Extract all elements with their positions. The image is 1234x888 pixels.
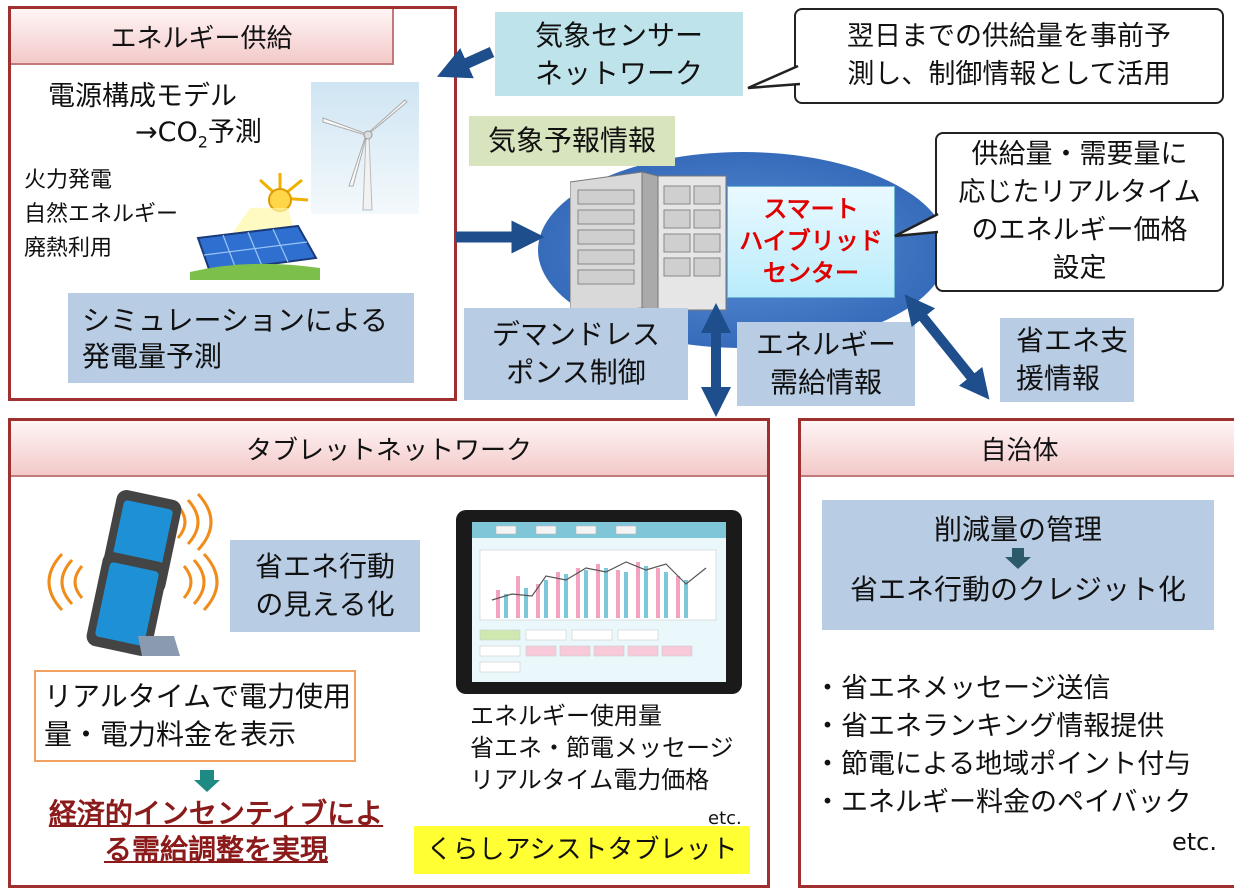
service-ranking: ・省エネランキング情報提供 — [814, 711, 1165, 742]
forecast-callout-line1: 翌日までの供給量を事前予 — [847, 21, 1171, 52]
municipality-services-list: ・省エネメッセージ送信 ・省エネランキング情報提供 ・節電による地域ポイント付与… — [814, 670, 1191, 822]
price-callout-line1: 供給量・需要量に — [971, 139, 1188, 170]
realtime-line1: リアルタイムで電力使用 — [44, 680, 352, 713]
municipality-panel: 自治体 — [798, 418, 1234, 888]
co2-suffix: 予測 — [207, 117, 262, 148]
tablet-features-list: エネルギー使用量 省エネ・節電メッセージ リアルタイム電力価格 — [470, 700, 734, 796]
credit-box: 削減量の管理 省エネ行動のクレジット化 — [822, 500, 1214, 630]
feature-realtime-price: リアルタイム電力価格 — [470, 766, 710, 794]
co2-prefix: →CO — [135, 117, 198, 148]
simulation-line2: 発電量予測 — [82, 340, 223, 373]
forecast-callout: 翌日までの供給量を事前予 測し、制御情報として活用 — [794, 8, 1224, 104]
saving-support-line1: 省エネ支 — [1016, 324, 1129, 357]
co2-forecast-label: →CO2予測 — [135, 116, 262, 159]
feature-saving-message: 省エネ・節電メッセージ — [470, 734, 734, 762]
product-name-label: くらしアシストタブレット — [414, 826, 750, 874]
energy-source-thermal: 火力発電 — [24, 168, 113, 193]
incentive-line1: 経済的インセンティブによ — [48, 797, 384, 830]
down-arrow-icon — [194, 770, 220, 792]
center-line3: センター — [763, 259, 859, 287]
price-callout-line4: 設定 — [1052, 253, 1107, 284]
power-model-label: 電源構成モデル — [48, 81, 237, 112]
service-points: ・節電による地域ポイント付与 — [814, 749, 1192, 780]
energy-saving-support-box: 省エネ支 援情報 — [1000, 318, 1134, 402]
arrow-sensor-to-supply — [436, 46, 495, 79]
solar-panel-icon — [190, 173, 320, 280]
weather-forecast-box: 気象予報情報 — [469, 116, 675, 166]
tablet-etc: etc. — [708, 808, 742, 829]
price-setting-callout: 供給量・需要量に 応じたリアルタイム のエネルギー価格 設定 — [935, 132, 1224, 292]
forecast-callout-line2: 測し、制御情報として活用 — [847, 59, 1171, 90]
service-payback: ・エネルギー料金のペイバック — [814, 787, 1192, 818]
generation-forecast-box: シミュレーションによる 発電量予測 — [68, 293, 414, 383]
realtime-display-box: リアルタイムで電力使用 量・電力料金を表示 — [34, 670, 356, 762]
center-line1: スマート — [763, 195, 859, 223]
service-message: ・省エネメッセージ送信 — [814, 673, 1111, 704]
weather-sensor-network-box: 気象センサー ネットワーク — [495, 12, 743, 96]
callout-tail-forecast — [747, 64, 801, 90]
incentive-text: 経済的インセンティブによ る需給調整を実現 — [46, 796, 386, 868]
weather-sensor-line1: 気象センサー — [534, 19, 703, 52]
energy-info-line2: 需給情報 — [769, 366, 882, 399]
tablet-network-title: タブレットネットワーク — [11, 421, 767, 477]
wind-turbine-icon — [311, 82, 419, 214]
energy-source-renewable: 自然エネルギー — [24, 202, 179, 227]
reduction-management: 削減量の管理 — [933, 513, 1102, 546]
visualize-line2: の見える化 — [255, 588, 395, 621]
visualization-box: 省エネ行動 の見える化 — [230, 540, 420, 632]
price-callout-line3: のエネルギー価格 — [971, 215, 1188, 246]
tablet-devices-icon — [47, 490, 219, 656]
visualize-line1: 省エネ行動 — [254, 550, 395, 583]
credit-text: 省エネ行動のクレジット化 — [849, 573, 1186, 606]
realtime-line2: 量・電力料金を表示 — [44, 718, 297, 751]
co2-subscript: 2 — [197, 132, 208, 152]
demand-response-line1: デマンドレス — [491, 318, 660, 351]
center-line2: ハイブリッド — [739, 227, 883, 255]
demand-response-box: デマンドレス ポンス制御 — [464, 308, 688, 400]
incentive-line2: る需給調整を実現 — [103, 833, 328, 866]
municipality-title: 自治体 — [801, 421, 1234, 477]
simulation-line1: シミュレーションによる — [82, 304, 389, 337]
price-callout-line2: 応じたリアルタイム — [958, 177, 1201, 208]
smart-hybrid-center-box: スマート ハイブリッド センター — [727, 186, 895, 298]
down-arrow-icon — [1005, 548, 1031, 569]
energy-source-waste-heat: 廃熱利用 — [24, 236, 113, 261]
energy-supply-title: エネルギー供給 — [11, 9, 394, 65]
server-rack-icon — [570, 171, 727, 315]
feature-energy-usage: エネルギー使用量 — [470, 702, 662, 730]
municipality-etc: etc. — [1172, 828, 1217, 856]
weather-sensor-line2: ネットワーク — [534, 57, 703, 90]
tablet-screen-mockup — [456, 510, 742, 694]
demand-response-line2: ポンス制御 — [506, 356, 646, 389]
energy-info-line1: エネルギー — [755, 328, 896, 361]
energy-supply-demand-info-box: エネルギー 需給情報 — [737, 322, 915, 406]
saving-support-line2: 援情報 — [1016, 362, 1101, 395]
